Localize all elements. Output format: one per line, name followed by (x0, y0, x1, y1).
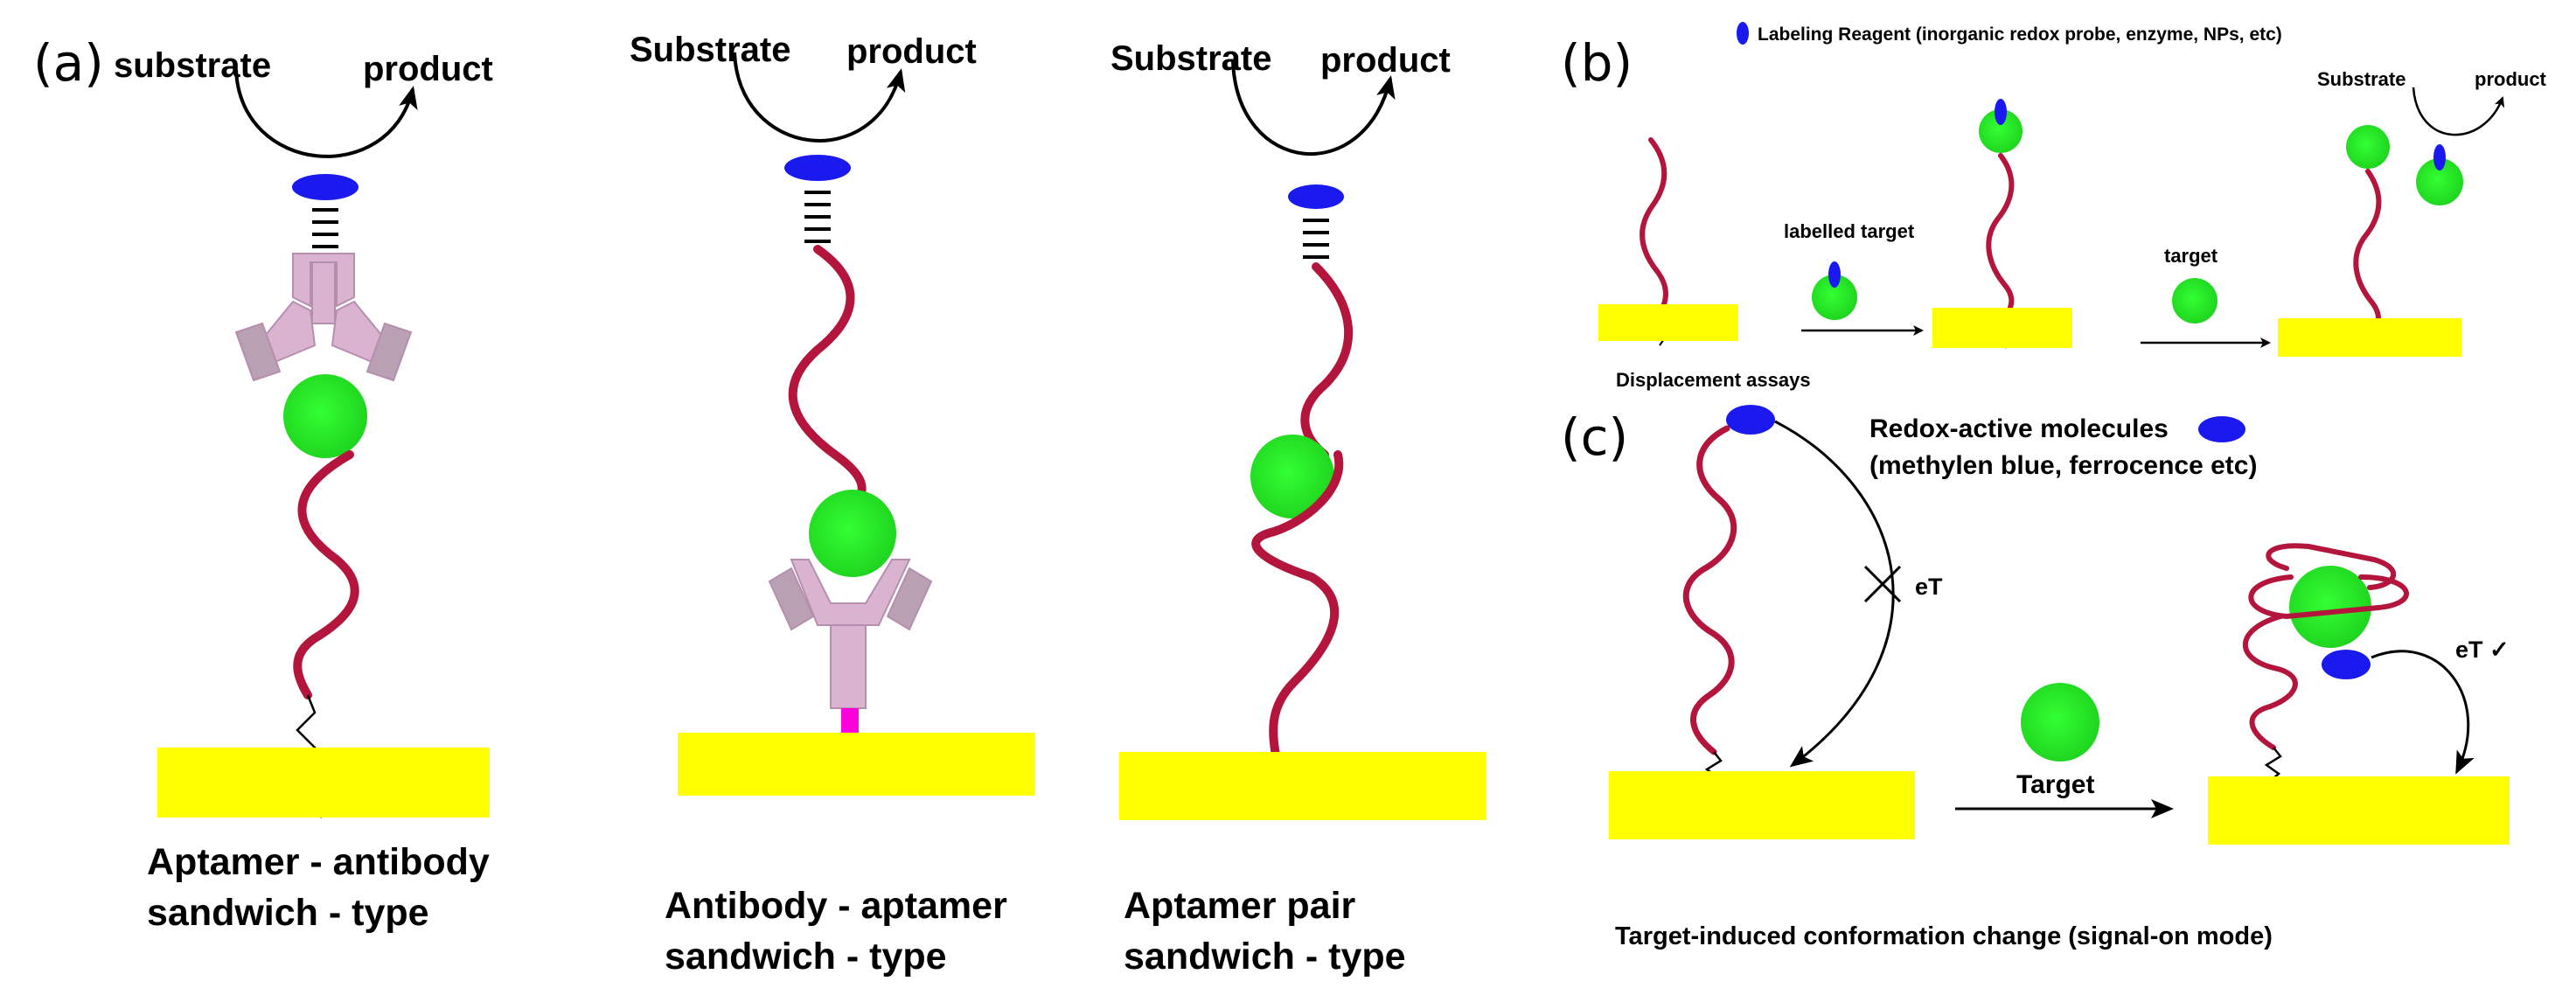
c-legend-line2: (methylen blue, ferrocence etc) (1869, 451, 2257, 480)
a1-enzyme-label (292, 174, 359, 200)
b-caption: Displacement assays (1616, 369, 1811, 391)
panel-a-label: (a) (33, 33, 104, 93)
b-arrow1-label: labelled target (1784, 220, 1915, 242)
a1-substrate-label: substrate (114, 46, 271, 85)
b-legend-label-icon (1737, 22, 1749, 45)
c-target-label: Target (2016, 770, 2094, 799)
a3-substrate-label: Substrate (1110, 39, 1272, 78)
a2-caption-line2: sandwich - type (665, 936, 947, 978)
b-free-target (2172, 278, 2217, 324)
b-electrode-step3 (2278, 318, 2461, 357)
b-labelled-target (1812, 275, 1857, 320)
b-aptamer-step1 (1640, 137, 1668, 313)
a1-caption-line2: sandwich - type (147, 892, 429, 934)
b-bound-target-step2 (1979, 109, 2023, 153)
a1-antibody (234, 253, 413, 382)
a1-link-dashes (312, 208, 338, 248)
b-aptamer-step2 (1986, 153, 2015, 317)
panel-c-label: (c) (1561, 407, 1628, 467)
b-displaced-target-step3 (2346, 125, 2390, 169)
c-aptamer-right (2242, 574, 2409, 750)
b-bound-probe-step2 (1995, 99, 2007, 125)
a2-enzyme-label (784, 155, 851, 181)
b-catalysis-arrow (2412, 87, 2505, 136)
c-redox-label-left (1726, 405, 1775, 435)
a1-electrode (157, 748, 490, 818)
b-legend-text: Labeling Reagent (inorganic redox probe,… (1758, 24, 2282, 45)
b-labelled-free-step3 (2416, 158, 2463, 205)
a2-target-molecule (809, 490, 896, 577)
b-electrode-step2 (1932, 308, 2072, 348)
a1-aptamer-strand (293, 450, 359, 699)
a2-antibody (768, 559, 933, 709)
b-substrate-label: Substrate (2317, 68, 2405, 90)
a2-caption-line1: Antibody - aptamer (665, 885, 1007, 927)
a3-caption-line2: sandwich - type (1124, 936, 1406, 978)
panel-b-label: (b) (1561, 33, 1633, 93)
b-product-label: product (2475, 68, 2547, 90)
a2-substrate-label: Substrate (630, 31, 791, 69)
c-electrode-left (1609, 771, 1915, 839)
c-caption: Target-induced conformation change (sign… (1615, 922, 2273, 950)
c-blocked-cross (1863, 565, 1902, 603)
b-aptamer-step3 (2353, 169, 2382, 333)
a-col3-assay: Substrate product Aptamer pair sandwich … (1110, 39, 1486, 978)
a3-target-molecule (1250, 435, 1334, 518)
a1-product-label: product (363, 50, 493, 88)
c-electron-transfer-arrow (2371, 650, 2475, 775)
a2-aptamer-strand (788, 245, 867, 507)
a3-product-label: product (1320, 41, 1451, 80)
a1-catalysis-arrow (234, 69, 418, 158)
c-electrode-right (2208, 776, 2510, 845)
a2-product-label: product (846, 32, 977, 71)
b-electrode-step1 (1598, 304, 1738, 341)
a3-link-dashes (1303, 219, 1329, 259)
a3-caption-line1: Aptamer pair (1124, 885, 1356, 927)
panel-a: (a) substrate product (33, 31, 1486, 978)
a2-link-dashes (804, 191, 831, 243)
c-et-ok-label: eT ✓ (2455, 637, 2510, 663)
a-col2-assay: Substrate product Antibody - aptamer san… (630, 31, 1034, 978)
c-legend-redox-icon (2198, 416, 2245, 442)
panel-c: (c) eT Redox-active molecules (methylen … (1561, 405, 2510, 950)
a2-catalysis-arrow (733, 52, 906, 143)
c-aptamer-right-loop-top (2266, 543, 2396, 590)
c-free-target (2021, 683, 2099, 762)
a1-caption-line1: Aptamer - antibody (147, 841, 490, 883)
a3-catalysis-arrow (1231, 60, 1396, 157)
c-legend-line1: Redox-active molecules (1869, 414, 2169, 443)
panel-b: (b) Labeling Reagent (inorganic redox pr… (1561, 22, 2547, 391)
a1-target-molecule (283, 374, 367, 458)
c-et-blocked-label: eT (1915, 574, 1943, 600)
c-bound-target (2289, 566, 2371, 648)
a3-electrode (1119, 752, 1486, 820)
a3-aptamer-bottom-strand (1251, 450, 1344, 765)
b-labelled-target-probe (1828, 261, 1841, 288)
a-col1-assay: substrate product Aptamer - antibody (114, 46, 493, 934)
a3-aptamer-top-strand (1300, 262, 1354, 459)
a3-enzyme-label (1288, 184, 1344, 209)
b-free-probe-step3 (2433, 144, 2446, 170)
b-arrow2-label: target (2164, 245, 2218, 267)
a2-electrode (678, 733, 1034, 796)
c-redox-label-right (2322, 650, 2371, 679)
c-aptamer-left (1682, 425, 1737, 755)
